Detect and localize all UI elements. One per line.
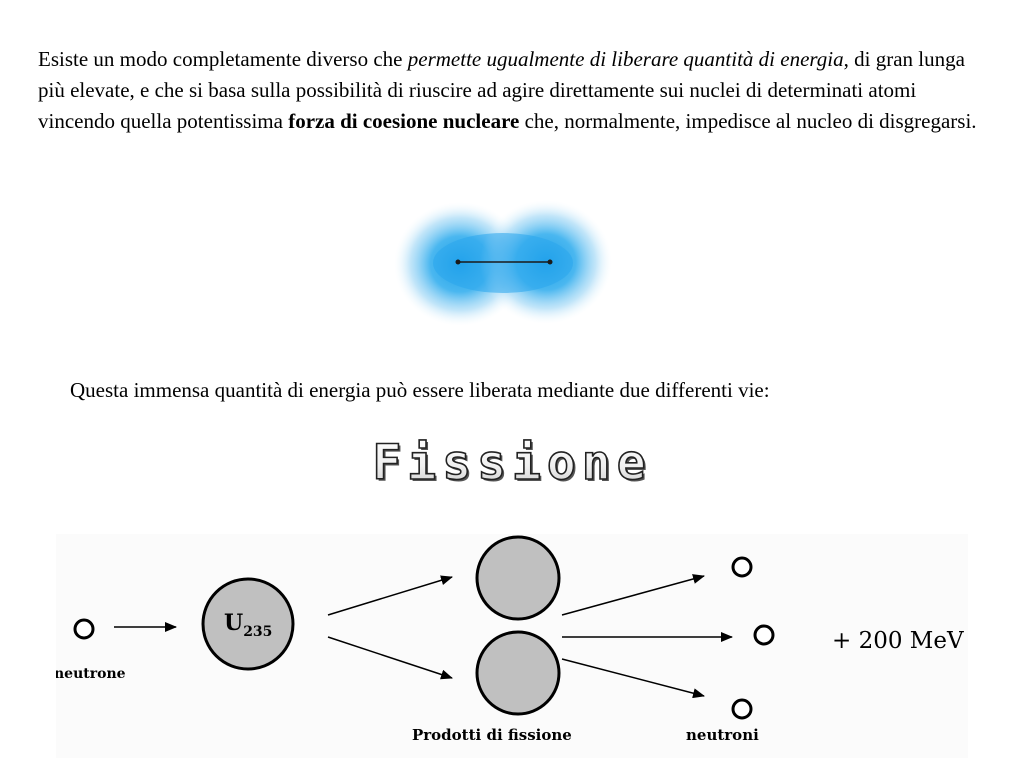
intro-text-5: che, normalmente, impedisce al nucleo di… (519, 109, 977, 133)
arrow-to-neutron-bottom (561, 658, 705, 699)
nucleus-symbol: U (224, 610, 243, 636)
neutron-label: neutrone (56, 666, 126, 682)
fission-diagram: neutrone U235 Prodotti di fissione neutr… (56, 534, 968, 758)
section-title: Fissione Fissione (0, 424, 1024, 496)
intro-text-italic: permette ugualmente di liberare quantità… (407, 47, 844, 71)
energy-label: + 200 MeV (832, 628, 964, 654)
intro-text-3: , di gran lunga più elevate, e che si ba… (38, 47, 965, 133)
intro-text-1: Esiste un modo completamente diverso che (38, 47, 408, 71)
bond-end-right (547, 259, 553, 265)
uranium-nucleus (201, 577, 295, 671)
fission-product-top (475, 535, 561, 621)
neutrons-label: neutroni (686, 726, 759, 744)
arrow-to-product-bottom (327, 636, 453, 680)
emitted-neutron-bottom (731, 698, 753, 720)
arrow-to-neutron-top (561, 574, 705, 616)
emitted-neutron-middle (753, 624, 775, 646)
arrow-to-product-top (327, 575, 453, 616)
bond-end-left (455, 259, 461, 265)
section-title-text: Fissione (372, 435, 651, 491)
glow-core (433, 233, 573, 293)
intro-paragraph: Esiste un modo completamente diverso che… (38, 44, 988, 137)
nucleus-mass: 235 (243, 624, 272, 640)
fission-product-bottom (475, 630, 561, 716)
products-label: Prodotti di fissione (412, 726, 572, 744)
incoming-neutron (73, 618, 95, 640)
intro-text-bold: forza di coesione nucleare (288, 109, 520, 133)
emitted-neutron-top (731, 556, 753, 578)
nucleus-label: U235 (224, 610, 272, 640)
ways-text: Questa immensa quantità di energia può e… (70, 378, 770, 402)
section-title-shadow: Fissione (374, 437, 653, 493)
nuclear-bond-illustration (388, 198, 614, 330)
